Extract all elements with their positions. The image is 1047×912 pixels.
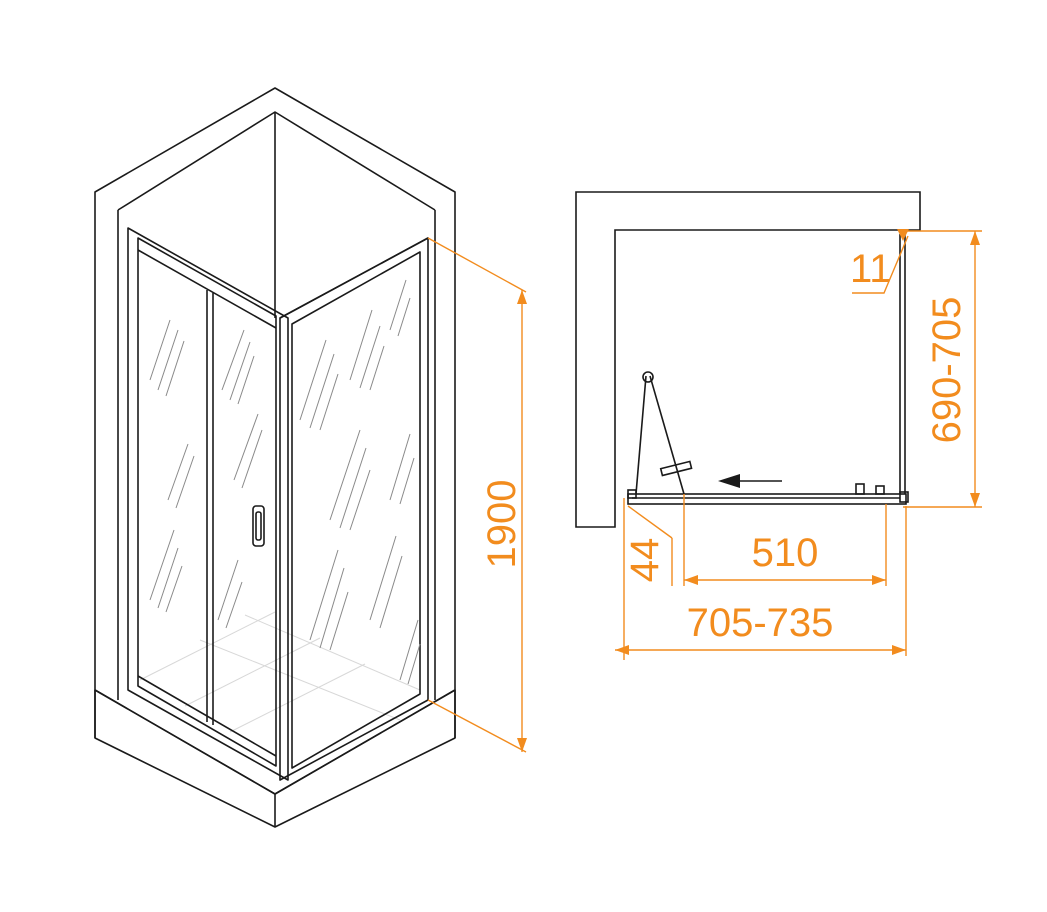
door-top-rail [137, 249, 277, 329]
glass-reflections [149, 279, 421, 685]
door-frame-inner [137, 237, 277, 767]
plan-dimensions [615, 229, 982, 660]
plan-enclosure [627, 493, 907, 505]
arrow-left-icon [615, 645, 629, 655]
offset-label: 44 [623, 538, 667, 583]
rail-fitting [875, 485, 885, 495]
height-dimension [427, 237, 527, 753]
arrow-right-icon [892, 645, 906, 655]
plan-wall [575, 191, 921, 528]
arrow-down-icon [517, 738, 527, 752]
wall-top-inner [117, 111, 436, 211]
arrow-left-icon [718, 474, 740, 488]
arrow-down-icon [897, 229, 909, 241]
door-handle-plan [659, 460, 693, 477]
door-swing-line [635, 375, 647, 495]
door-hinge [642, 371, 654, 383]
profile-leader [852, 235, 909, 294]
door-handle-grip [255, 511, 262, 541]
rail-fitting [855, 483, 865, 495]
isometric-view [94, 87, 456, 828]
offset-leader [627, 505, 673, 539]
height-label: 1900 [480, 480, 524, 569]
arrow-down-icon [970, 493, 980, 507]
plan-view [575, 191, 921, 528]
side-panel-inner [291, 251, 421, 769]
arrow-left-icon [684, 575, 698, 585]
opening-label: 510 [752, 531, 819, 575]
arrow-up-icon [517, 290, 527, 304]
door-swing-line [649, 375, 685, 495]
height-extension-top [427, 237, 527, 293]
door-handle-icon [252, 505, 265, 547]
door-frame [127, 227, 289, 781]
arrow-up-icon [970, 231, 980, 245]
side-panel-top-line [279, 237, 429, 319]
width-label: 705-735 [687, 601, 834, 645]
height-extension-bottom [427, 699, 527, 753]
profile-label: 11 [850, 247, 892, 291]
depth-label: 690-705 [925, 297, 969, 444]
arrow-right-icon [872, 575, 886, 585]
side-panel-frame [279, 237, 429, 781]
rail-fitting [627, 489, 637, 499]
rail-fitting [899, 491, 909, 503]
